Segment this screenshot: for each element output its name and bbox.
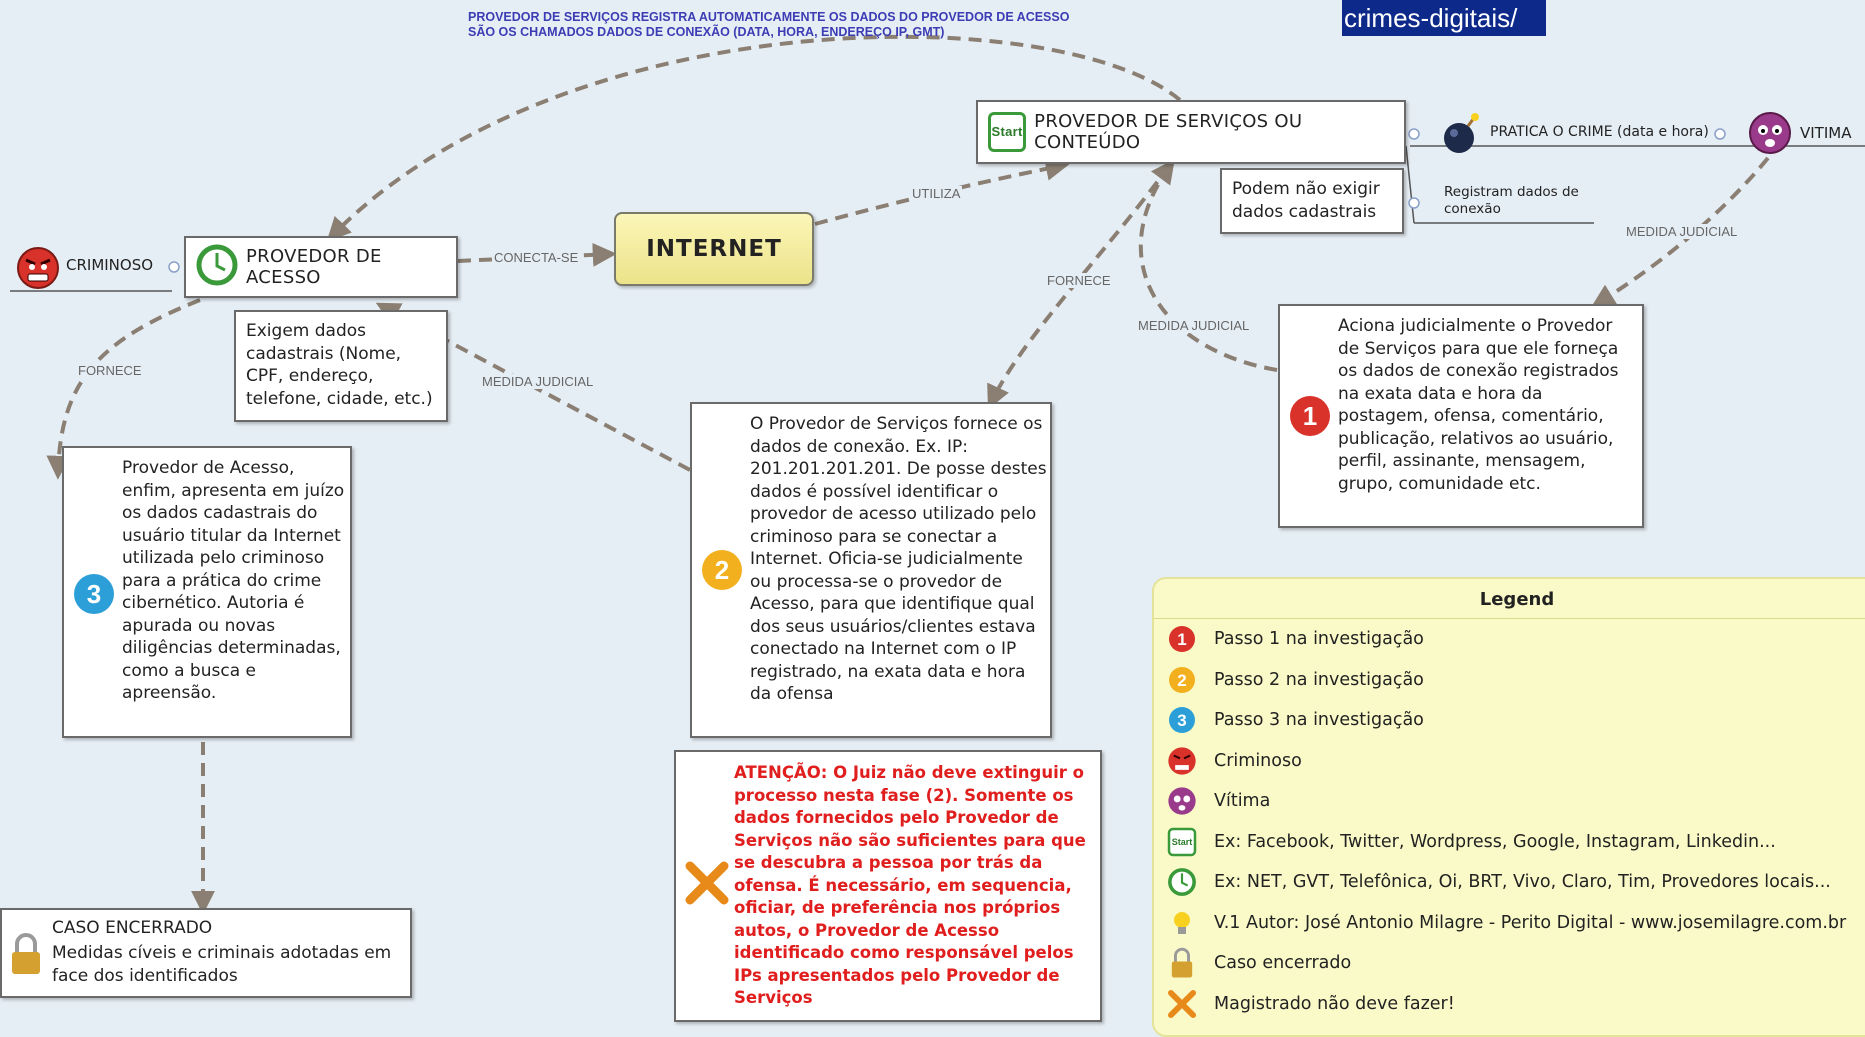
registram-dados-label: Registram dados de conexão (1444, 184, 1579, 217)
pratica-crime-label: PRATICA O CRIME (data e hora) (1490, 124, 1709, 140)
atencao-text: ATENÇÃO: O Juiz não deve extinguir o pro… (734, 763, 1086, 1007)
step-2-icon: 2 (1166, 664, 1198, 696)
padlock-icon (1166, 947, 1198, 979)
legend-item: Magistrado não deve fazer! (1166, 987, 1455, 1021)
sad-face-icon (1166, 785, 1198, 817)
bomb-icon (1440, 112, 1484, 160)
start-icon: Start (1166, 826, 1198, 858)
legend-item-label: V.1 Autor: José Antonio Milagre - Perito… (1214, 912, 1847, 933)
angry-face-icon (16, 246, 60, 294)
legend-panel: Legend (1152, 577, 1865, 1037)
vitima-label: VITIMA (1800, 124, 1852, 142)
edge-conecta-se (457, 242, 617, 267)
legend-item-label: Ex: Facebook, Twitter, Wordpress, Google… (1214, 831, 1776, 852)
legend-item: 1 Passo 1 na investigação (1166, 622, 1424, 656)
step-3-icon: 3 (74, 574, 114, 614)
caso-encerrado-title: CASO ENCERRADO (52, 918, 213, 938)
criminoso-label: CRIMINOSO (66, 256, 154, 274)
edge-label-conecta-se: CONECTA-SE (492, 250, 581, 265)
padlock-icon (10, 932, 42, 980)
legend-item: V.1 Autor: José Antonio Milagre - Perito… (1166, 906, 1846, 940)
podem-nao-exigir-node[interactable]: Podem não exigir dados cadastrais (1220, 168, 1404, 234)
legend-item-label: Ex: NET, GVT, Telefônica, Oi, BRT, Vivo,… (1214, 872, 1831, 892)
provedor-acesso-node[interactable]: PROVEDOR DE ACESSO (184, 236, 458, 298)
lightbulb-icon (1166, 907, 1198, 939)
collapse-dots (168, 128, 1726, 273)
edge-label-medida-judicial-left: MEDIDA JUDICIAL (480, 374, 596, 389)
step-1-icon: 1 (1290, 396, 1330, 436)
edge-label-fornece-left: FORNECE (76, 363, 144, 378)
edge-label-fornece-mid: FORNECE (1045, 273, 1113, 288)
x-mark-icon (1166, 988, 1198, 1020)
step-1-node[interactable]: 1 Aciona judicialmente o Provedor de Ser… (1278, 304, 1644, 528)
x-mark-icon (684, 860, 730, 910)
legend-item-label: Vítima (1214, 791, 1271, 811)
top-annotation-line-1: PROVEDOR DE SERVIÇOS REGISTRA AUTOMATICA… (468, 10, 1070, 24)
clock-icon (196, 244, 238, 291)
url-tag[interactable]: crimes-digitais/ (1342, 0, 1546, 36)
step-2-text: O Provedor de Serviços fornece os dados … (750, 414, 1047, 704)
legend-item-label: Criminoso (1214, 750, 1302, 771)
legend-item-label: Magistrado não deve fazer! (1214, 993, 1455, 1014)
angry-face-icon (1166, 745, 1198, 777)
provedor-servicos-node[interactable]: Start PROVEDOR DE SERVIÇOS OU CONTEÚDO (976, 100, 1406, 164)
svg-text:1: 1 (1177, 630, 1186, 649)
legend-title: Legend (1154, 579, 1865, 619)
legend-item-label: Passo 2 na investigação (1214, 669, 1424, 690)
edge-top-arc (326, 34, 1182, 242)
step-2-icon: 2 (702, 550, 742, 590)
svg-text:3: 3 (1177, 711, 1186, 730)
step-3-text: Provedor de Acesso, enfim, apresenta em … (122, 458, 345, 703)
legend-item: Start Ex: Facebook, Twitter, Wordpress, G… (1166, 825, 1776, 859)
internet-node[interactable]: INTERNET (614, 212, 814, 286)
legend-item-label: Passo 3 na investigação (1214, 710, 1424, 730)
legend-item: 2 Passo 2 na investigação (1166, 663, 1424, 697)
legend-item: 3 Passo 3 na investigação (1166, 703, 1424, 737)
legend-item: Caso encerrado (1166, 946, 1351, 980)
legend-item: Ex: NET, GVT, Telefônica, Oi, BRT, Vivo,… (1166, 865, 1831, 899)
sad-face-icon (1748, 111, 1792, 159)
provedor-acesso-label: PROVEDOR DE ACESSO (246, 246, 382, 288)
edge-label-medida-judicial-mid: MEDIDA JUDICIAL (1136, 318, 1252, 333)
legend-item: Vítima (1166, 784, 1270, 818)
legend-item-label: Passo 1 na investigação (1214, 629, 1424, 649)
clock-icon (1166, 866, 1198, 898)
caso-encerrado-node[interactable]: CASO ENCERRADO Medidas cíveis e criminai… (0, 908, 412, 998)
start-icon-text: Start (1171, 836, 1193, 847)
atencao-node[interactable]: ATENÇÃO: O Juiz não deve extinguir o pro… (674, 750, 1102, 1022)
step-2-node[interactable]: 2 O Provedor de Serviços fornece os dado… (690, 402, 1052, 738)
edge-fornece-mid (987, 163, 1172, 410)
top-annotation: PROVEDOR DE SERVIÇOS REGISTRA AUTOMATICA… (468, 10, 1069, 40)
svg-text:2: 2 (1177, 671, 1186, 690)
edge-label-utiliza: UTILIZA (910, 186, 963, 201)
step-3-icon: 3 (1166, 704, 1198, 736)
caso-encerrado-text: Medidas cíveis e criminais adotadas em f… (52, 943, 392, 986)
edge-label-medida-judicial-right: MEDIDA JUDICIAL (1624, 224, 1740, 239)
step-3-node[interactable]: 3 Provedor de Acesso, enfim, apresenta e… (62, 446, 352, 738)
top-annotation-line-2: SÃO OS CHAMADOS DADOS DE CONEXÃO (DATA, … (468, 25, 945, 39)
edge-medida-mid (1138, 159, 1278, 372)
step-1-icon: 1 (1166, 623, 1198, 655)
start-icon: Start (988, 112, 1027, 152)
step-1-text: Aciona judicialmente o Provedor de Servi… (1338, 316, 1619, 494)
provedor-servicos-label: PROVEDOR DE SERVIÇOS OU CONTEÚDO (1034, 111, 1303, 153)
exigem-dados-node[interactable]: Exigem dados cadastrais (Nome, CPF, ende… (234, 310, 448, 422)
legend-item: Criminoso (1166, 744, 1302, 778)
legend-item-label: Caso encerrado (1214, 953, 1352, 973)
